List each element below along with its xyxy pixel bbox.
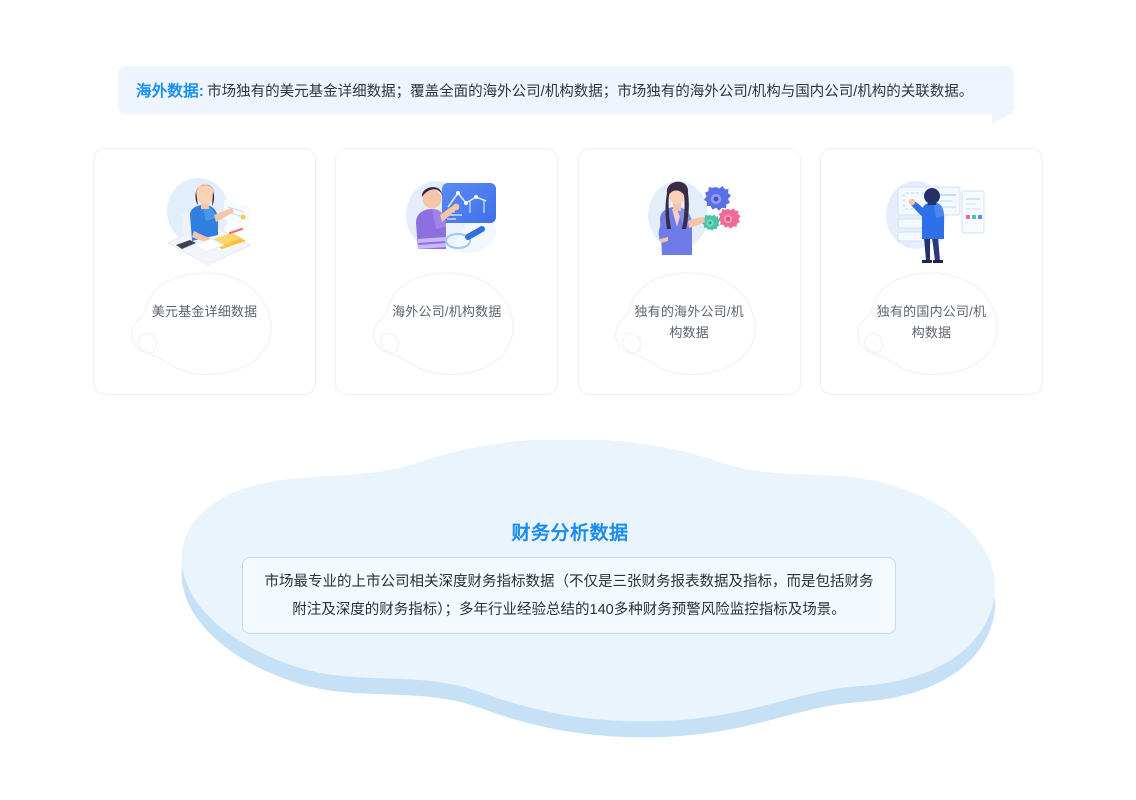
banner-tail-icon	[992, 112, 1014, 124]
label-blob-shape	[610, 271, 768, 379]
section-description: 市场最专业的上市公司相关深度财务指标数据（不仅是三张财务报表数据及指标，而是包括…	[264, 573, 874, 618]
feature-card-label: 海外公司/机构数据	[392, 304, 502, 319]
woman-at-desk-illustration-icon	[146, 171, 264, 267]
label-blob-shape	[852, 271, 1010, 379]
man-presenting-chart-illustration-icon	[388, 171, 506, 267]
feature-card-exclusive-domestic[interactable]: 独有的国内公司/机构数据	[819, 148, 1043, 395]
feature-card-label: 美元基金详细数据	[151, 304, 258, 319]
feature-card-exclusive-overseas[interactable]: 独有的海外公司/机构数据	[577, 148, 801, 395]
section-title: 财务分析数据	[511, 523, 629, 544]
financial-analysis-section: 财务分析数据 市场最专业的上市公司相关深度财务指标数据（不仅是三张财务报表数据及…	[120, 440, 1020, 750]
woman-with-gears-illustration-icon	[630, 171, 748, 267]
overseas-data-banner: 海外数据: 市场独有的美元基金详细数据；覆盖全面的海外公司/机构数据；市场独有的…	[118, 66, 1014, 124]
feature-card-usd-fund[interactable]: 美元基金详细数据	[93, 148, 316, 395]
feature-card-overseas-company[interactable]: 海外公司/机构数据	[335, 148, 559, 395]
label-blob-shape	[126, 271, 284, 379]
feature-card-label: 独有的海外公司/机构数据	[634, 304, 744, 340]
man-at-board-illustration-icon	[872, 171, 990, 267]
feature-card-label: 独有的国内公司/机构数据	[876, 304, 987, 340]
banner-title: 海外数据:	[136, 83, 205, 100]
banner-body: 海外数据: 市场独有的美元基金详细数据；覆盖全面的海外公司/机构数据；市场独有的…	[118, 66, 1014, 114]
section-description-box: 市场最专业的上市公司相关深度财务指标数据（不仅是三张财务报表数据及指标，而是包括…	[242, 557, 896, 634]
feature-card-list: 美元基金详细数据	[93, 148, 1043, 395]
label-blob-shape	[368, 271, 526, 379]
banner-description: 市场独有的美元基金详细数据；覆盖全面的海外公司/机构数据；市场独有的海外公司/机…	[207, 83, 974, 100]
